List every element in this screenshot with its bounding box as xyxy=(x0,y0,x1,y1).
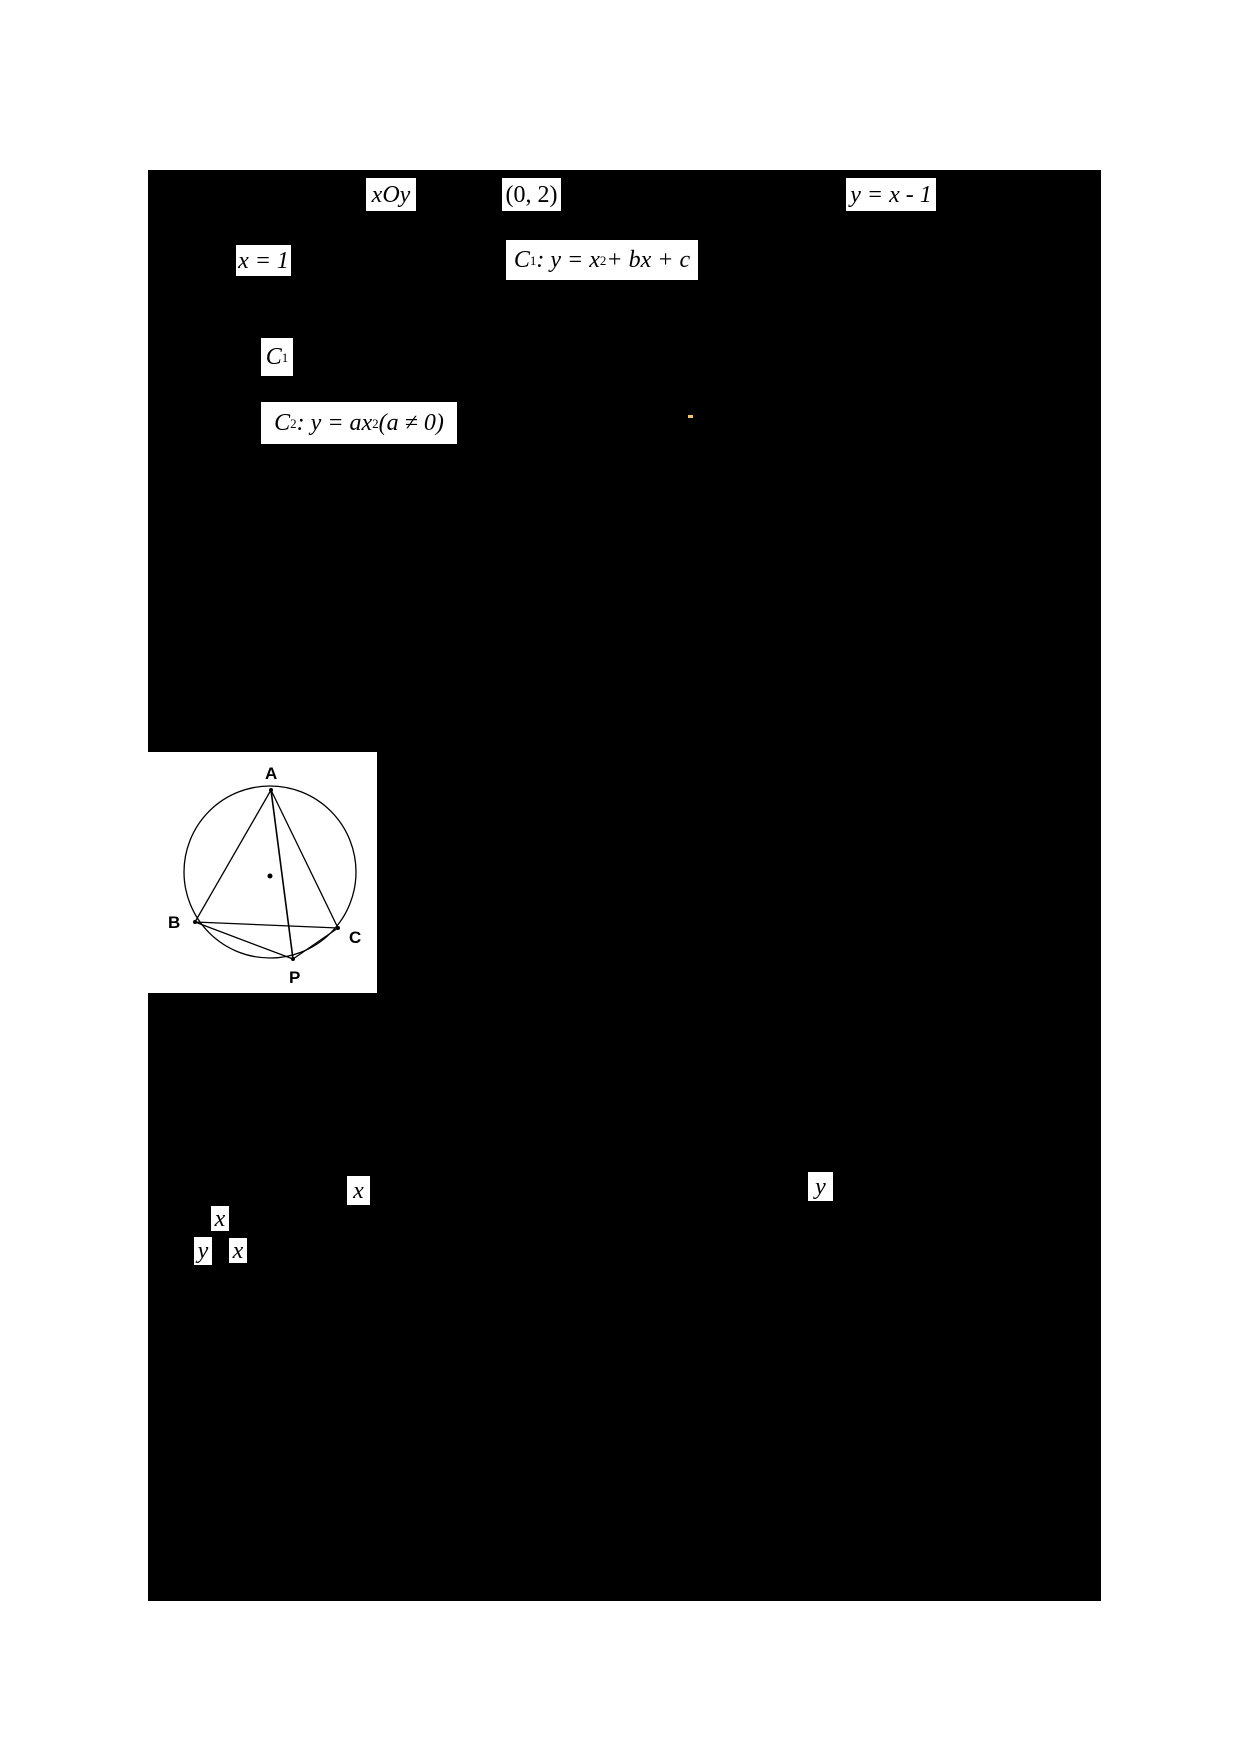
label-p: P xyxy=(289,968,300,987)
formula-text: x xyxy=(232,1237,244,1264)
segment-ac xyxy=(270,789,339,929)
label-b: B xyxy=(168,913,180,932)
label-c: C xyxy=(349,928,361,947)
formula-text: x = 1 xyxy=(238,247,289,274)
formula-text: xOy xyxy=(371,181,411,208)
label-a: A xyxy=(265,764,277,783)
formula-text: x xyxy=(353,1177,364,1204)
formula-var-x: x xyxy=(211,1206,229,1231)
subscript: 2 xyxy=(290,415,297,431)
formula-line: y = x - 1 xyxy=(846,178,936,211)
formula-var-x: x xyxy=(229,1238,247,1263)
segment-bc xyxy=(194,921,339,929)
formula-text: y = x - 1 xyxy=(850,181,932,208)
point-a xyxy=(269,788,273,792)
formula-point: (0, 2) xyxy=(502,178,561,211)
formula-text: y xyxy=(815,1173,826,1200)
segment-bp xyxy=(194,921,294,960)
circle-triangle-figure: A B C P xyxy=(168,764,361,987)
formula-text: (0, 2) xyxy=(505,181,558,208)
center-point xyxy=(267,873,273,879)
circumcircle xyxy=(183,785,357,959)
formula-plane-xoy: xOy xyxy=(366,178,416,211)
stray-mark xyxy=(688,415,693,418)
formula-var-x: x xyxy=(347,1176,370,1205)
formula-text: : y = ax xyxy=(296,410,373,436)
superscript: 2 xyxy=(372,415,379,431)
formula-text: x xyxy=(214,1205,226,1232)
point-p xyxy=(291,957,295,961)
formula-text: (a ≠ 0) xyxy=(378,410,444,436)
formula-var-y: y xyxy=(194,1237,212,1265)
point-b xyxy=(193,920,197,924)
formula-var-y: y xyxy=(808,1172,833,1201)
point-c xyxy=(336,926,340,930)
inscribed-triangle-diagram: A B C P xyxy=(148,752,377,993)
subscript: 1 xyxy=(529,252,537,268)
superscript: 2 xyxy=(599,252,607,268)
formula-text: C xyxy=(274,410,291,436)
formula-text: + bx + c xyxy=(606,247,691,273)
segment-ab xyxy=(194,789,272,923)
formula-axis: x = 1 xyxy=(236,245,291,276)
formula-text: C xyxy=(513,247,530,273)
formula-text: : y = x xyxy=(536,247,600,273)
formula-text: y xyxy=(197,1238,209,1264)
segment-ap xyxy=(270,789,294,960)
subscript: 1 xyxy=(281,349,289,365)
formula-text: C xyxy=(265,344,282,370)
segment-cp xyxy=(292,927,339,960)
